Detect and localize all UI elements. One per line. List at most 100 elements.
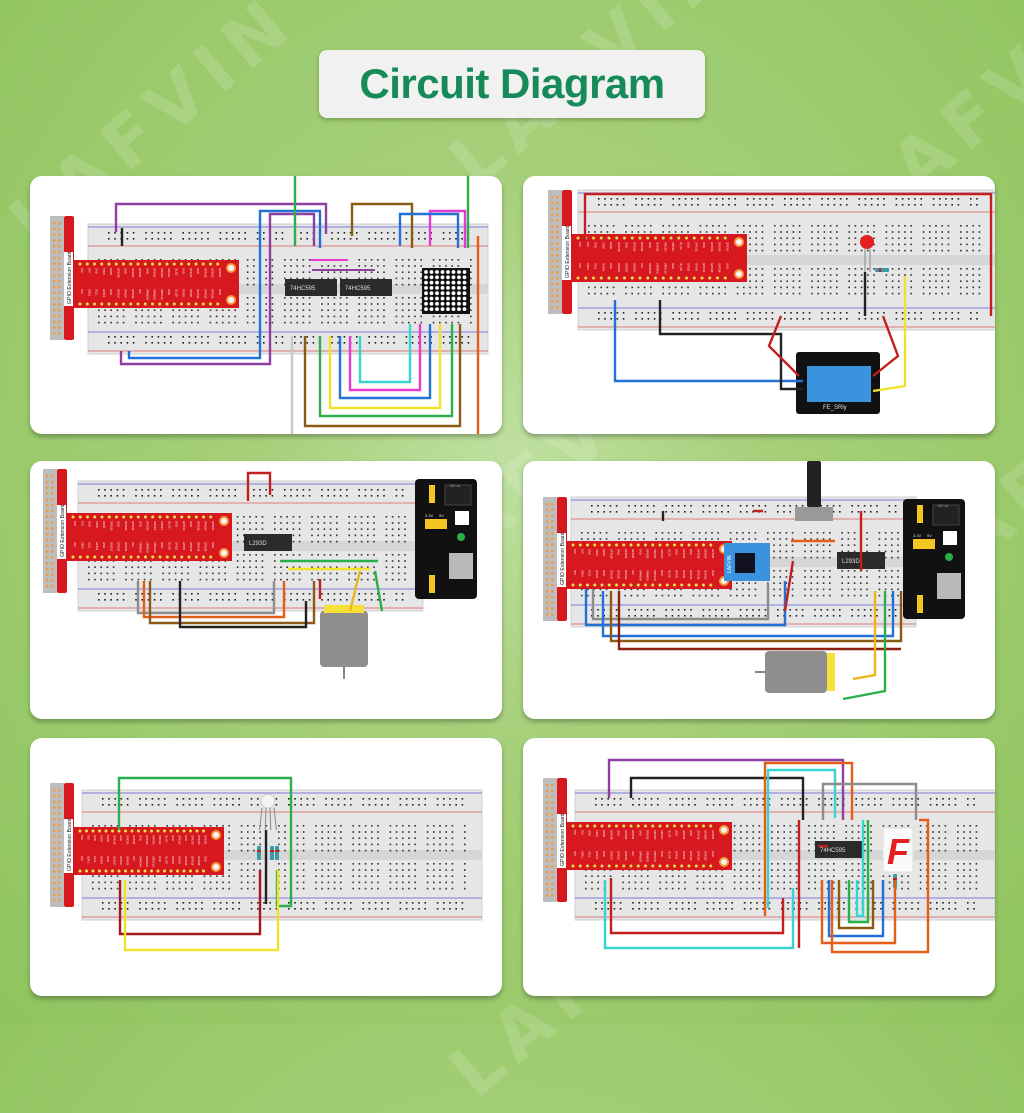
- breadboard-hole: [396, 309, 398, 311]
- breadboard-hole: [591, 511, 593, 513]
- breadboard-hole: [232, 804, 234, 806]
- breadboard-hole: [373, 535, 375, 537]
- breadboard-hole: [948, 250, 950, 252]
- breadboard-hole: [265, 297, 267, 299]
- breadboard-hole: [767, 538, 769, 540]
- gpio-pin: [716, 237, 719, 240]
- breadboard-hole: [336, 528, 338, 530]
- breadboard-hole: [402, 869, 404, 871]
- breadboard-hole: [700, 287, 702, 289]
- breadboard-hole: [336, 522, 338, 524]
- breadboard-hole: [324, 541, 326, 543]
- breadboard-hole: [969, 837, 971, 839]
- breadboard-hole: [293, 535, 295, 537]
- breadboard-hole: [284, 850, 286, 852]
- breadboard-hole: [752, 869, 754, 871]
- gpio-pin: [129, 303, 132, 306]
- breadboard-hole: [232, 342, 234, 344]
- breadboard-hole: [210, 825, 212, 827]
- breadboard-hole: [315, 888, 317, 890]
- breadboard-hole: [396, 297, 398, 299]
- header-pin: [53, 818, 55, 820]
- header-pin: [46, 504, 48, 506]
- breadboard-hole: [377, 309, 379, 311]
- gpio-pin: [187, 303, 190, 306]
- breadboard-hole: [383, 278, 385, 280]
- breadboard-hole: [346, 316, 348, 318]
- breadboard-hole: [790, 318, 792, 320]
- breadboard-hole: [383, 303, 385, 305]
- header-pin: [556, 219, 558, 221]
- breadboard-hole: [300, 232, 302, 234]
- breadboard-hole: [929, 293, 931, 295]
- breadboard-hole: [886, 225, 888, 227]
- breadboard-hole: [406, 232, 408, 234]
- breadboard-hole: [381, 238, 383, 240]
- breadboard-hole: [839, 609, 841, 611]
- breadboard-hole: [232, 336, 234, 338]
- matrix-led: [463, 270, 467, 274]
- breadboard-hole: [321, 825, 323, 827]
- breadboard-hole: [817, 244, 819, 246]
- header-pin: [556, 231, 558, 233]
- header-pin: [551, 306, 553, 308]
- gpio-pin: [157, 870, 160, 873]
- breadboard-hole: [600, 231, 602, 233]
- breadboard-hole: [148, 875, 150, 877]
- breadboard-hole: [210, 322, 212, 324]
- breadboard-hole: [638, 293, 640, 295]
- breadboard-hole: [945, 844, 947, 846]
- breadboard-hole: [901, 875, 903, 877]
- breadboard-hole: [141, 593, 143, 595]
- breadboard-hole: [896, 312, 898, 314]
- breadboard-hole: [272, 278, 274, 280]
- breadboard-hole: [452, 850, 454, 852]
- gpio-pin-label: GPIO26: [718, 263, 722, 273]
- breadboard-hole: [879, 544, 881, 546]
- gpio-pin: [701, 237, 704, 240]
- breadboard-hole: [452, 837, 454, 839]
- header-pin: [551, 573, 553, 575]
- breadboard-hole: [282, 238, 284, 240]
- breadboard-hole: [191, 599, 193, 601]
- breadboard-hole: [789, 511, 791, 513]
- breadboard-hole: [346, 489, 348, 491]
- gpio-pin: [170, 870, 173, 873]
- breadboard-hole: [138, 573, 140, 575]
- breadboard-hole: [699, 595, 701, 597]
- breadboard-hole: [600, 287, 602, 289]
- breadboard-hole: [226, 908, 228, 910]
- gpio-pin-label: GND: [211, 542, 215, 548]
- breadboard-hole: [651, 798, 653, 800]
- breadboard-hole: [402, 882, 404, 884]
- breadboard-hole: [154, 489, 156, 491]
- breadboard-hole: [680, 538, 682, 540]
- breadboard-hole: [632, 902, 634, 904]
- breadboard-hole: [787, 798, 789, 800]
- breadboard-hole: [614, 804, 616, 806]
- header-pin: [58, 812, 60, 814]
- breadboard-hole: [746, 825, 748, 827]
- page-title: Circuit Diagram: [359, 60, 664, 108]
- breadboard-hole: [226, 342, 228, 344]
- breadboard-hole: [864, 505, 866, 507]
- breadboard-hole: [743, 287, 745, 289]
- breadboard-hole: [390, 882, 392, 884]
- breadboard-hole: [412, 804, 414, 806]
- breadboard-hole: [891, 538, 893, 540]
- breadboard-hole: [896, 198, 898, 200]
- breadboard-hole: [879, 538, 881, 540]
- breadboard-hole: [238, 798, 240, 800]
- breadboard-hole: [154, 875, 156, 877]
- breadboard-hole: [104, 882, 106, 884]
- breadboard-hole: [854, 544, 856, 546]
- breadboard-hole: [682, 902, 684, 904]
- breadboard-hole: [647, 511, 649, 513]
- breadboard-hole: [396, 322, 398, 324]
- breadboard-hole: [833, 615, 835, 617]
- gpio-pin: [93, 516, 96, 519]
- breadboard-hole: [821, 837, 823, 839]
- breadboard-hole: [172, 322, 174, 324]
- breadboard-hole: [275, 342, 277, 344]
- breadboard-hole: [711, 538, 713, 540]
